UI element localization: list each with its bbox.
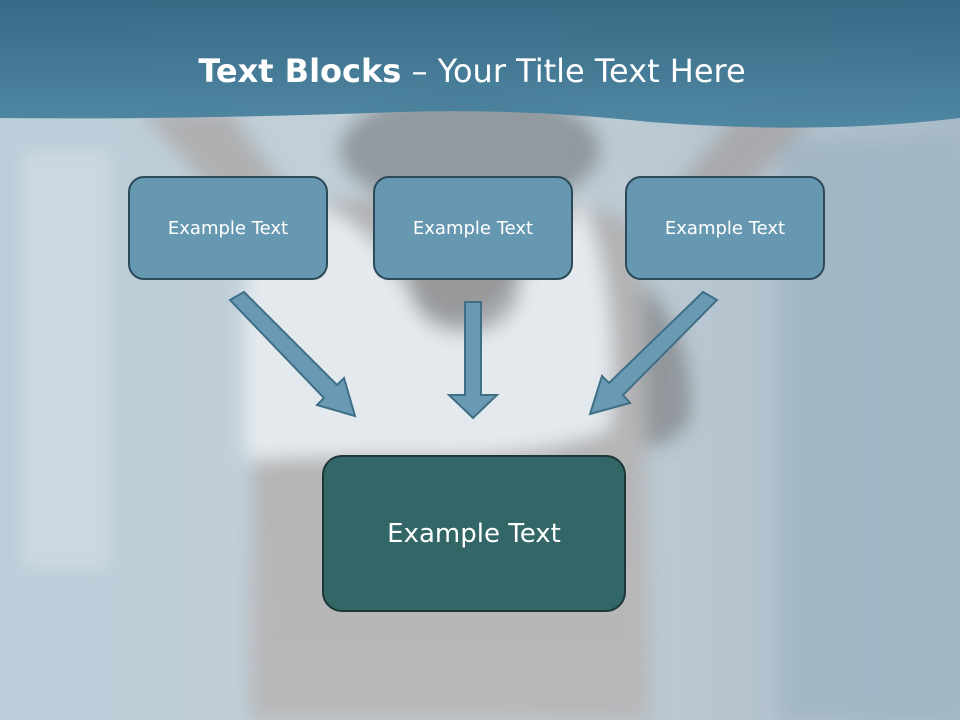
title-bold: Text Blocks (198, 52, 402, 90)
text-block-bottom-label: Example Text (387, 518, 561, 549)
header-band (0, 0, 960, 128)
arrow-right-icon (588, 290, 719, 416)
text-block-left: Example Text (128, 176, 328, 280)
text-block-center: Example Text (373, 176, 573, 280)
title-rest: Your Title Text Here (437, 52, 746, 90)
text-block-right: Example Text (625, 176, 825, 280)
page-title: Text Blocks – Your Title Text Here (0, 52, 944, 90)
text-block-center-label: Example Text (412, 217, 534, 239)
arrow-left-icon (228, 290, 357, 418)
arrow-center-icon (446, 301, 500, 420)
text-block-right-label: Example Text (664, 217, 786, 239)
title-dash: – (401, 52, 438, 90)
text-block-bottom: Example Text (322, 455, 626, 612)
text-block-left-label: Example Text (167, 217, 289, 239)
